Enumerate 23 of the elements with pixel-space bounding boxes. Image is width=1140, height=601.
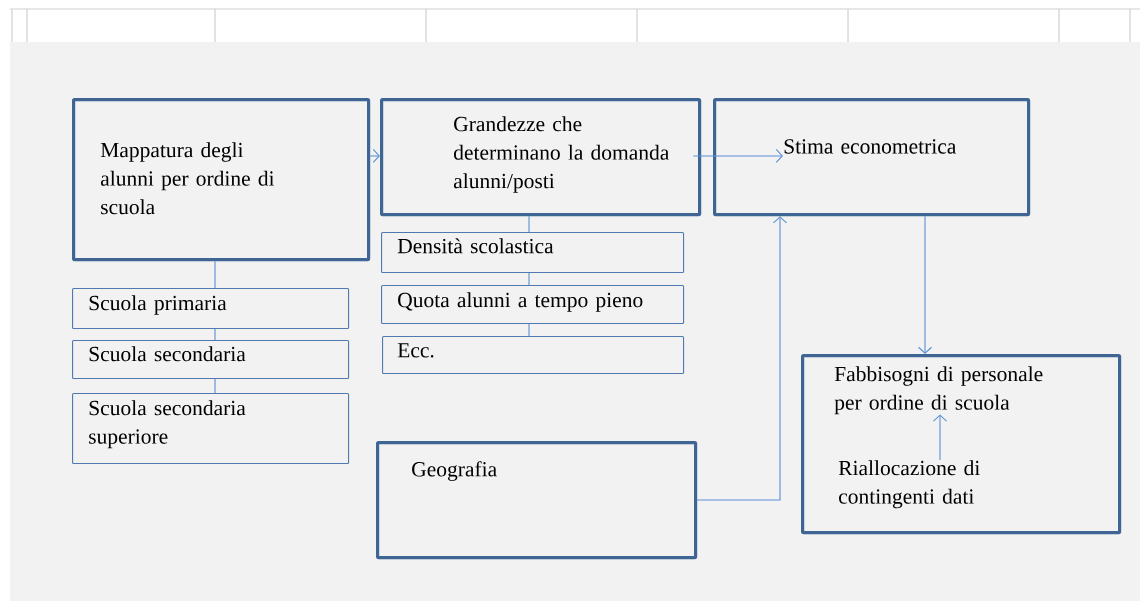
process-box: Grandezze che determinano la domanda alunni/posti bbox=[380, 98, 702, 217]
list-box: Scuola secondaria superiore bbox=[72, 393, 350, 465]
arrow bbox=[932, 414, 948, 461]
connector-line bbox=[214, 260, 216, 289]
text-label: Fabbisogni di personale per ordine di scuola bbox=[834, 366, 1043, 415]
list-box: Ecc. bbox=[382, 336, 685, 375]
arrow bbox=[917, 215, 933, 354]
connector-line bbox=[528, 215, 530, 233]
arrow bbox=[696, 216, 788, 501]
process-box: Mappatura degli alunni per ordine di scuola bbox=[72, 98, 371, 262]
text-label: Riallocazione di contingenti dati bbox=[838, 460, 980, 509]
process-box bbox=[801, 354, 1122, 535]
list-box: Scuola secondaria bbox=[72, 340, 350, 380]
list-box: Quota alunni a tempo pieno bbox=[381, 285, 685, 325]
connector-line bbox=[528, 272, 530, 286]
connector-line bbox=[214, 378, 216, 394]
process-box: Stima econometrica bbox=[713, 98, 1031, 217]
process-box: Geografia bbox=[376, 441, 698, 560]
list-box: Scuola primaria bbox=[72, 288, 350, 330]
arrow bbox=[692, 148, 783, 164]
connector-line bbox=[528, 323, 530, 337]
connector-line bbox=[214, 328, 216, 341]
list-box: Densità scolastica bbox=[381, 232, 685, 274]
